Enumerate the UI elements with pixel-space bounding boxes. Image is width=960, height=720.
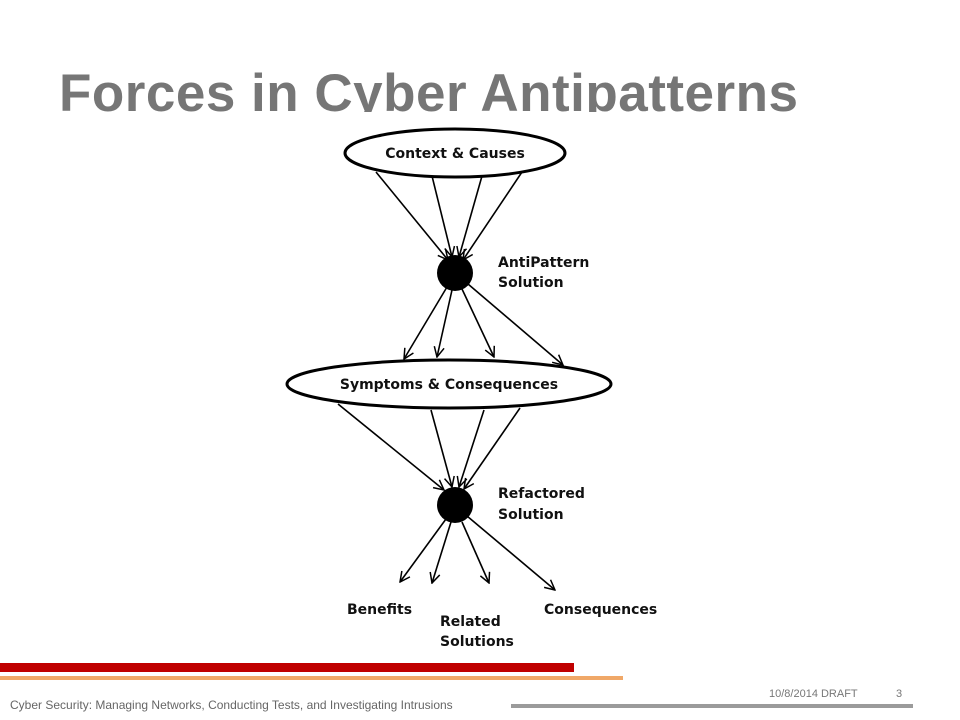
accent-bar-red bbox=[0, 663, 574, 672]
consequences-label: Consequences bbox=[544, 602, 657, 618]
arrow bbox=[463, 171, 523, 260]
arrow bbox=[404, 286, 448, 359]
accent-bar-orange bbox=[0, 676, 623, 680]
arrow bbox=[337, 403, 444, 490]
slide-number: 3 bbox=[896, 688, 903, 700]
arrow bbox=[375, 171, 448, 260]
symptoms-consequences-node: Symptoms & Consequences bbox=[285, 358, 613, 410]
arrow bbox=[432, 521, 452, 583]
symptoms-consequences-ellipse bbox=[285, 358, 613, 410]
footer-divider bbox=[511, 704, 913, 708]
arrows-antipattern-to-symptoms bbox=[404, 283, 563, 365]
refactored-solution-label-line2: Solution bbox=[498, 507, 564, 523]
arrow bbox=[464, 407, 521, 489]
footer-date: 10/8/2014 DRAFT bbox=[769, 688, 858, 700]
arrows-context-to-antipattern bbox=[375, 171, 523, 260]
antipattern-solution-dot bbox=[437, 255, 473, 291]
antipattern-solution-label: AntiPattern bbox=[498, 255, 589, 271]
antipattern-solution-label-line2: Solution bbox=[498, 275, 564, 291]
context-causes-ellipse bbox=[343, 127, 567, 179]
arrow bbox=[459, 175, 483, 257]
related-solutions-label-line2: Solutions bbox=[440, 634, 514, 650]
refactored-solution-dot bbox=[437, 487, 473, 523]
benefits-label: Benefits bbox=[347, 602, 412, 618]
refactored-solution-label: Refactored bbox=[498, 486, 585, 502]
arrow bbox=[461, 521, 489, 583]
refactored-solution-node: Refactored Solution bbox=[437, 486, 585, 523]
arrow bbox=[431, 175, 452, 257]
context-causes-label: Context & Causes bbox=[385, 146, 525, 162]
arrows-refactored-to-outcomes bbox=[400, 515, 555, 590]
arrows-symptoms-to-refactored bbox=[337, 403, 521, 490]
symptoms-consequences-label: Symptoms & Consequences bbox=[340, 377, 558, 393]
arrow bbox=[467, 283, 563, 365]
footer-course-title: Cyber Security: Managing Networks, Condu… bbox=[10, 698, 453, 712]
antipattern-solution-node: AntiPattern Solution bbox=[437, 255, 589, 291]
arrow bbox=[437, 289, 453, 357]
arrow bbox=[466, 515, 555, 590]
context-causes-node: Context & Causes bbox=[343, 127, 567, 179]
slide-title: Forces in Cyber Antipatterns bbox=[59, 64, 799, 112]
arrow bbox=[461, 288, 494, 357]
arrow bbox=[400, 518, 447, 582]
arrow bbox=[459, 409, 485, 487]
arrow bbox=[430, 409, 452, 487]
related-solutions-label: Related bbox=[440, 614, 501, 630]
